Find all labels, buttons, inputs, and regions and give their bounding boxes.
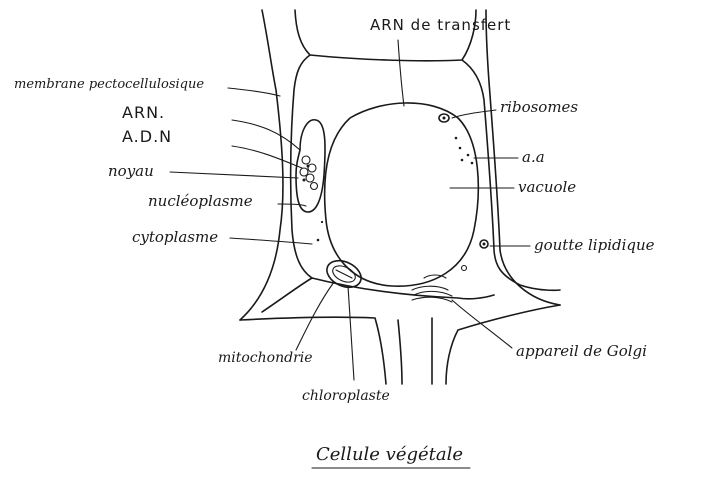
label-appareil-golgi: appareil de Golgi (516, 342, 647, 360)
nucleus-shape (296, 120, 325, 212)
label-vacuole: vacuole (518, 178, 576, 196)
label-goutte-lipidique: goutte lipidique (534, 236, 655, 254)
chloroplast-shape (323, 256, 366, 293)
label-chloroplaste: chloroplaste (302, 388, 390, 404)
label-ribosomes: ribosomes (500, 98, 578, 116)
label-membrane: membrane pectocellulosique (14, 77, 204, 92)
label-cytoplasme: cytoplasme (132, 228, 218, 246)
ribosomes-dots (439, 114, 473, 164)
label-arn: ARN. (122, 103, 165, 122)
diagram-caption: Cellule végétale (316, 444, 463, 465)
label-nucleoplasme: nucléoplasme (148, 192, 253, 210)
vacuole-shape (325, 103, 479, 286)
lipid-droplet (462, 240, 489, 271)
label-noyau: noyau (108, 162, 154, 180)
label-adn: A.D.N (122, 127, 172, 146)
cytoplasm-dots (317, 221, 323, 241)
label-aa: a.a (522, 148, 545, 166)
label-arn-transfert: ARN de transfert (370, 16, 511, 34)
label-mitochondrie: mitochondrie (218, 350, 313, 366)
leader-lines (170, 40, 530, 380)
